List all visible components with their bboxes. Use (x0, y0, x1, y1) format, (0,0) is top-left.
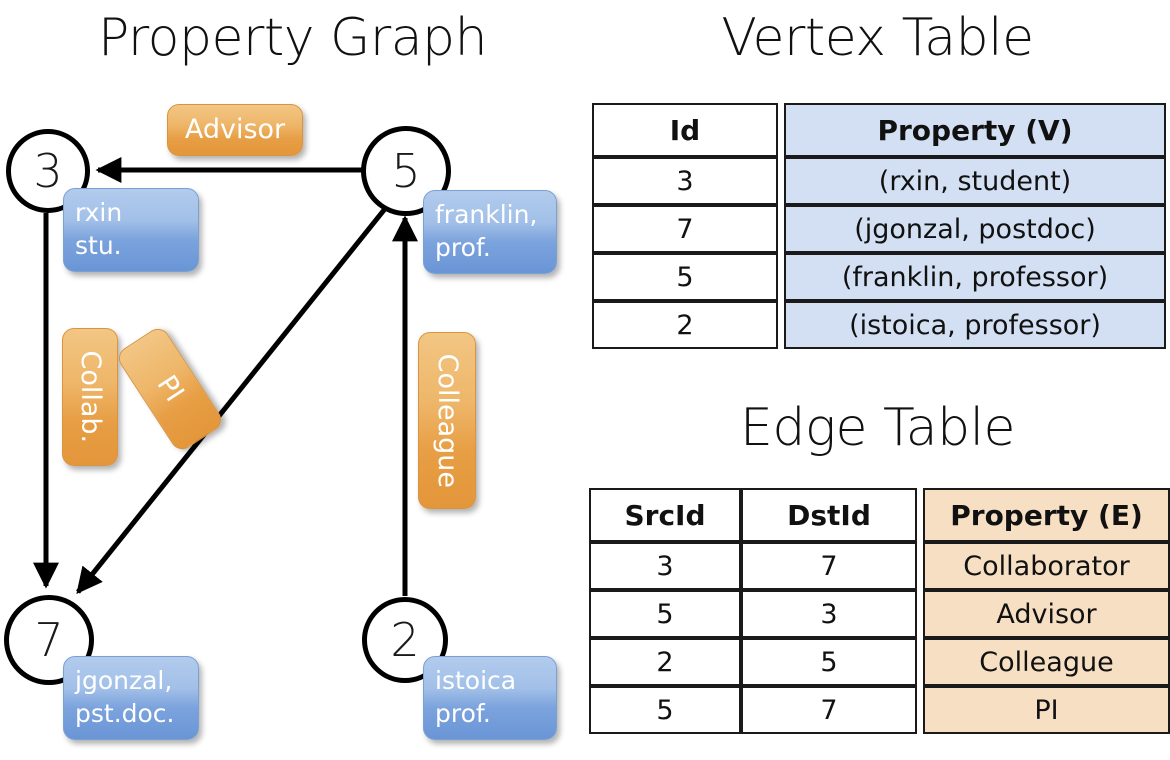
vertex-property-line-2: prof. (435, 699, 491, 728)
table-header-row: Id Property (V) (592, 103, 1166, 157)
table-row: 3 7 Collaborator (589, 542, 1170, 590)
edge-cell-srcid: 3 (589, 542, 741, 590)
edge-5-to-7 (76, 203, 390, 595)
property-graph-diagram: 3 5 7 2 rxin stu. franklin, prof. jgonza… (4, 104, 557, 740)
vertex-header-property: Property (V) (784, 103, 1166, 157)
graph-node-5[interactable]: 5 (361, 126, 451, 216)
edge-cell-property: Collaborator (923, 542, 1170, 590)
edge-label-colleague-text: Colleague (431, 353, 463, 488)
vertex-property-line-2: pst.doc. (75, 699, 175, 728)
edge-cell-property: Colleague (923, 638, 1170, 686)
edge-label-colleague[interactable]: Colleague (418, 332, 476, 509)
vertex-property-line-1: jgonzal, (75, 666, 173, 695)
edge-label-advisor[interactable]: Advisor (167, 104, 303, 156)
edge-header-property: Property (E) (923, 488, 1170, 542)
table-row: 5 (franklin, professor) (592, 253, 1166, 301)
vertex-property-line-2: stu. (75, 231, 122, 260)
vertex-property-line-1: istoica (435, 666, 517, 695)
page-title-vertex-table: Vertex Table (721, 8, 1034, 68)
graph-edges-layer (33, 157, 418, 596)
table-row: 2 5 Colleague (589, 638, 1170, 686)
edge-label-collab-text: Collab. (74, 350, 106, 444)
edge-header-dstid: DstId (741, 488, 917, 542)
graph-node-2[interactable]: 2 (362, 597, 448, 683)
vertex-cell-id: 3 (592, 157, 778, 205)
vertex-cell-id: 5 (592, 253, 778, 301)
table-row: 5 7 PI (589, 686, 1170, 734)
edge-cell-property: Advisor (923, 590, 1170, 638)
vertex-property-line-1: franklin, (435, 200, 538, 229)
edge-cell-srcid: 2 (589, 638, 741, 686)
edge-table: SrcId DstId Property (E) 3 7 Collaborato… (589, 488, 1170, 734)
table-header-row: SrcId DstId Property (E) (589, 488, 1170, 542)
edge-cell-dstid: 3 (741, 590, 917, 638)
graph-node-2-label: 2 (390, 613, 420, 667)
vertex-cell-property: (jgonzal, postdoc) (784, 205, 1166, 253)
vertex-cell-property: (rxin, student) (784, 157, 1166, 205)
vertex-cell-property: (istoica, professor) (784, 301, 1166, 349)
edge-cell-property: PI (923, 686, 1170, 734)
vertex-property-box-jgonzal[interactable]: jgonzal, pst.doc. (63, 656, 199, 740)
vertex-header-id: Id (592, 103, 778, 157)
table-row: 2 (istoica, professor) (592, 301, 1166, 349)
vertex-cell-id: 2 (592, 301, 778, 349)
edge-header-srcid: SrcId (589, 488, 741, 542)
table-row: 3 (rxin, student) (592, 157, 1166, 205)
table-row: 5 3 Advisor (589, 590, 1170, 638)
vertex-cell-id: 7 (592, 205, 778, 253)
vertex-property-line-1: rxin (75, 198, 123, 227)
vertex-table: Id Property (V) 3 (rxin, student) 7 (jgo… (592, 103, 1166, 349)
edge-label-collab[interactable]: Collab. (62, 328, 118, 466)
page-title-property-graph: Property Graph (97, 8, 488, 68)
graph-node-7-label: 7 (34, 613, 64, 667)
edge-cell-srcid: 5 (589, 686, 741, 734)
vertex-property-line-2: prof. (435, 233, 491, 262)
edge-cell-dstid: 7 (741, 686, 917, 734)
edge-cell-dstid: 5 (741, 638, 917, 686)
edge-label-advisor-text: Advisor (184, 114, 286, 146)
edge-cell-dstid: 7 (741, 542, 917, 590)
vertex-property-box-rxin[interactable]: rxin stu. (63, 188, 199, 272)
vertex-property-box-franklin[interactable]: franklin, prof. (423, 190, 557, 274)
graph-node-5-label: 5 (391, 144, 421, 198)
graph-node-3-label: 3 (33, 144, 63, 198)
edge-cell-srcid: 5 (589, 590, 741, 638)
edge-label-pi-text: PI (150, 370, 190, 408)
page-title-edge-table: Edge Table (739, 398, 1016, 458)
vertex-cell-property: (franklin, professor) (784, 253, 1166, 301)
vertex-property-box-istoica[interactable]: istoica prof. (423, 656, 557, 740)
table-row: 7 (jgonzal, postdoc) (592, 205, 1166, 253)
